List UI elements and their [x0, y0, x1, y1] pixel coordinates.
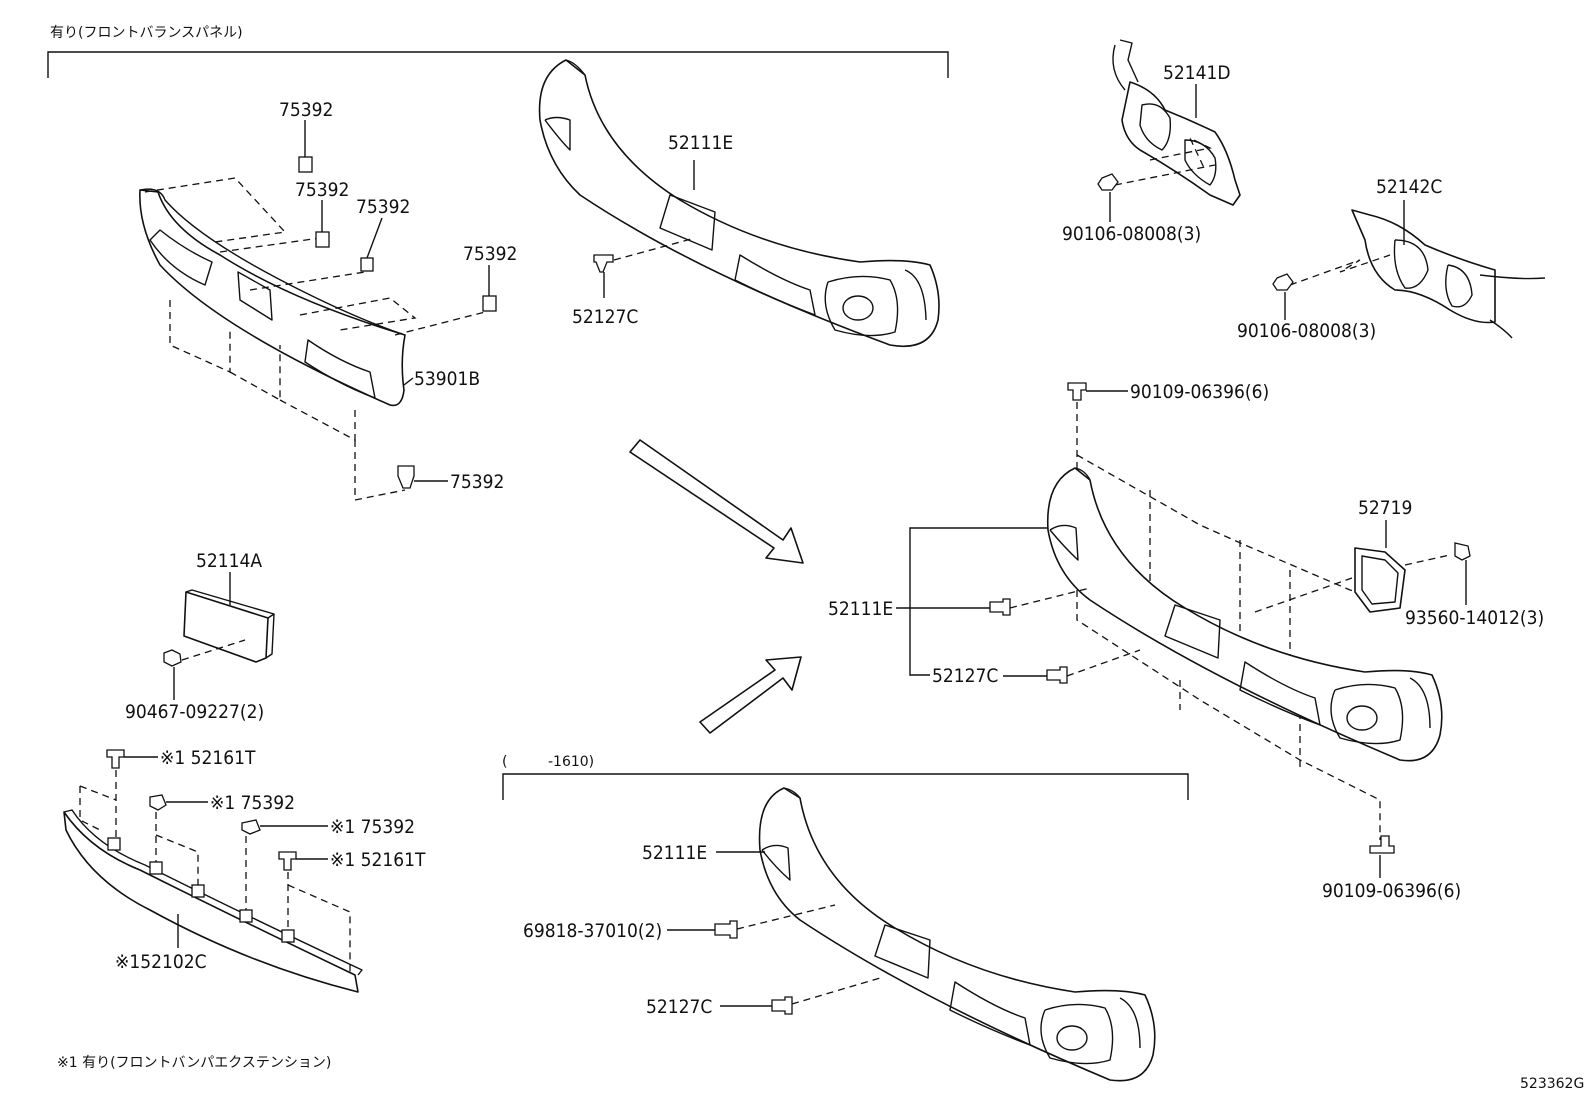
clip-icon: [149, 794, 167, 811]
label-52127c: 52127C: [572, 306, 638, 328]
front-bumper-52111e-top: [538, 59, 940, 347]
label-90109-06396: 90109-06396(6): [1322, 880, 1461, 902]
footnote-bumper-extension: ※1 有り(フロントバンパエクステンション): [57, 1055, 331, 1071]
bumper-clip-icon: [989, 598, 1011, 616]
clip-icon: [241, 819, 261, 835]
label-52111e: 52111E: [828, 598, 893, 620]
label-75392: 75392: [450, 471, 504, 493]
bracket-date-range: [502, 773, 1189, 800]
label-75392: ※1 75392: [330, 816, 415, 838]
bolt-icon: [1454, 542, 1471, 561]
label-75392: 75392: [356, 196, 410, 218]
license-bracket-52114a: [183, 589, 275, 663]
label-52102c: ※152102C: [115, 951, 207, 973]
label-52161t: ※1 52161T: [160, 747, 256, 769]
label-52161t: ※1 52161T: [330, 849, 426, 871]
arrow-up-right-icon: [699, 656, 802, 734]
clip-icon: [360, 257, 374, 272]
front-balance-panel-53901b: [139, 188, 406, 407]
clip-icon: [397, 465, 415, 489]
bracket-cover-52719: [1354, 547, 1406, 613]
label-52127c: 52127C: [932, 665, 998, 687]
clip-icon: [482, 295, 497, 312]
label-90106-08008: 90106-08008(3): [1237, 320, 1376, 342]
bolt-icon: [1097, 173, 1119, 191]
label-90106-08008: 90106-08008(3): [1062, 223, 1201, 245]
label-75392: 75392: [463, 243, 517, 265]
label-52111e: 52111E: [668, 132, 733, 154]
label-53901b: 53901B: [414, 368, 480, 390]
bumper-bracket-52142c: [1351, 209, 1546, 339]
arrow-down-right-icon: [629, 439, 804, 564]
bolt-icon: [278, 851, 297, 871]
bolt-icon: [1272, 273, 1294, 291]
front-bumper-52111e-bottom: [758, 787, 1156, 1082]
bumper-clip-icon: [1046, 666, 1068, 684]
clip-icon: [298, 156, 313, 173]
label-69818-37010: 69818-37010(2): [523, 920, 662, 942]
diagram-id: 523362G: [1520, 1076, 1584, 1092]
bolt-icon: [1369, 835, 1395, 854]
note-front-balance-panel: 有り(フロントバランスパネル): [50, 25, 243, 41]
label-93560-14012: 93560-14012(3): [1405, 607, 1544, 629]
bumper-clip-icon: [593, 254, 614, 273]
label-52719: 52719: [1358, 497, 1412, 519]
label-75392: 75392: [279, 99, 333, 121]
label-75392: ※1 75392: [210, 792, 295, 814]
label-75392: 75392: [295, 179, 349, 201]
label-52142c: 52142C: [1376, 176, 1442, 198]
front-bumper-52111e-right: [1046, 467, 1443, 762]
bracket-front-balance-panel: [47, 51, 949, 78]
bumper-extension-52102c: [63, 809, 363, 993]
bolt-icon: [1067, 382, 1087, 401]
bolt-icon: [106, 749, 125, 769]
note-date-open: (: [502, 754, 507, 770]
bolt-icon: [163, 649, 182, 667]
clip-icon: [315, 231, 330, 248]
grommet-icon: [714, 920, 738, 939]
label-90467-09227: 90467-09227(2): [125, 701, 264, 723]
label-52114a: 52114A: [196, 550, 262, 572]
label-90109-06396: 90109-06396(6): [1130, 381, 1269, 403]
note-date-range: -1610): [548, 754, 594, 770]
bumper-clip-icon: [771, 996, 793, 1015]
bumper-bracket-52141d: [1112, 39, 1241, 206]
label-52127c: 52127C: [646, 996, 712, 1018]
label-52111e: 52111E: [642, 842, 707, 864]
label-52141d: 52141D: [1163, 62, 1231, 84]
